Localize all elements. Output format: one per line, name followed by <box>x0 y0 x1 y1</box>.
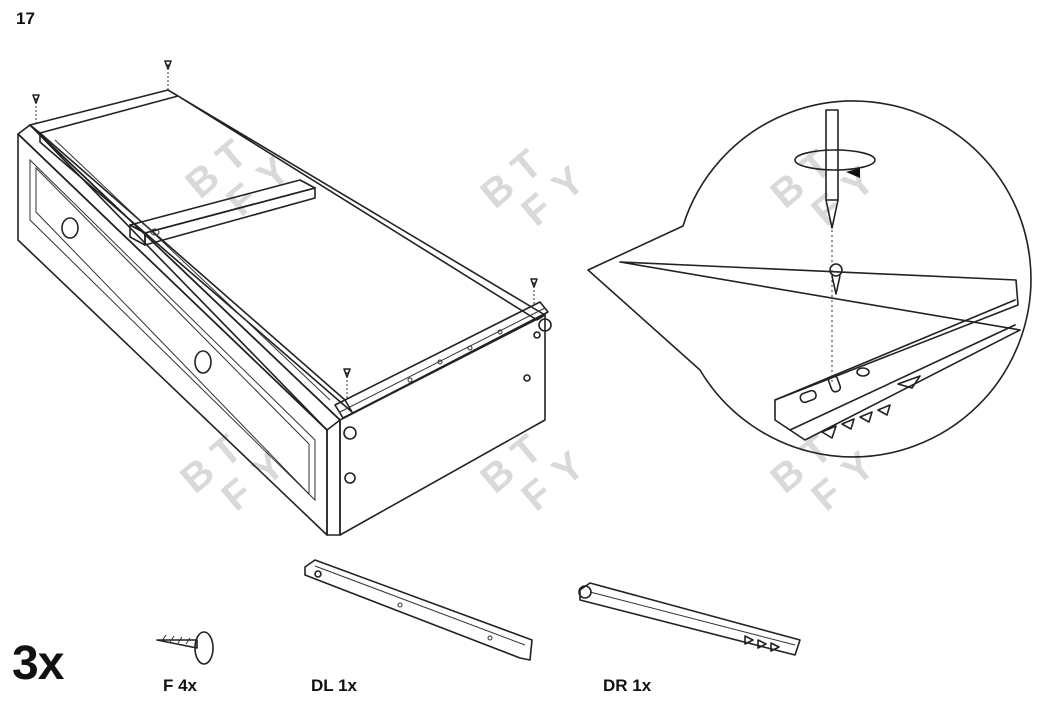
watermark-letter-f: F <box>214 470 261 519</box>
part-label-dr: DR 1x <box>603 676 652 695</box>
screw-marker <box>32 94 40 125</box>
screw-marker <box>164 60 172 90</box>
watermark-letter-y: Y <box>834 158 883 209</box>
screw-marker <box>343 368 351 400</box>
watermark-letter-y: Y <box>544 158 593 209</box>
watermark-letter-y: Y <box>834 443 883 494</box>
screw-marker <box>530 278 538 305</box>
left-drawer-rail-icon <box>304 559 533 661</box>
watermark-letter-f: F <box>804 185 851 234</box>
quantity-label: 3x <box>12 637 64 690</box>
watermark-letter-f: F <box>514 185 561 234</box>
right-drawer-rail-icon <box>578 582 801 656</box>
watermark-letter-f: F <box>804 470 851 519</box>
drawer-drawing <box>17 60 552 536</box>
watermark-letter-y: Y <box>544 443 593 494</box>
detail-callout <box>587 100 1032 458</box>
watermark-letter-f: F <box>514 470 561 519</box>
watermark-letter-y: Y <box>244 443 293 494</box>
screw-icon <box>156 631 214 665</box>
part-label-f: F 4x <box>163 676 198 695</box>
part-label-dl: DL 1x <box>311 676 357 695</box>
watermark: B T F Y B T F Y B T F Y B T F Y B T F Y <box>173 132 884 520</box>
step-number: 17 <box>16 9 35 28</box>
